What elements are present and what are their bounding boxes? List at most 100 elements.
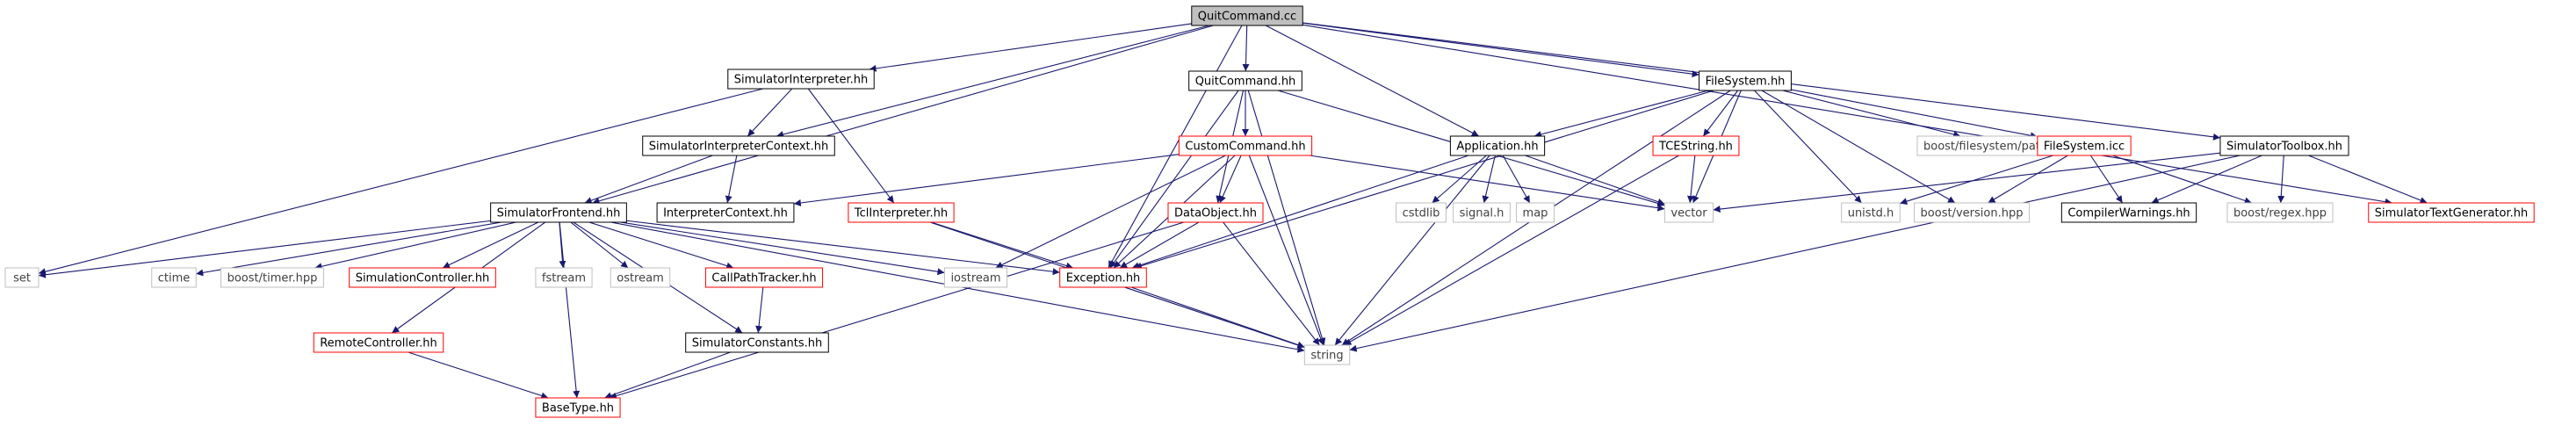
node-cstdlib: cstdlib xyxy=(1396,202,1447,223)
node-box xyxy=(490,202,627,223)
node-label: vector xyxy=(1670,207,1707,220)
edge-simulatortoolbox_hh-to-simulatortextgenerator_hh xyxy=(2308,155,2428,204)
node-label: QuitCommand.cc xyxy=(1198,11,1296,24)
edge-simulatorfrontend_hh-to-iostream xyxy=(620,221,945,276)
node-box xyxy=(656,202,795,223)
node-interpretercontext-hh[interactable]: InterpreterContext.hh xyxy=(656,202,795,223)
node-label: CustomCommand.hh xyxy=(1185,141,1305,154)
edge-quitcommand_cc-to-quitcommand_hh xyxy=(1242,25,1250,72)
edge-filesystem_hh-to-boost_filesystem_path_hpp xyxy=(1782,90,1961,138)
edge-quitcommand_cc-to-application_hh xyxy=(1265,25,1480,137)
node-simulatorinterpretercontext-hh[interactable]: SimulatorInterpreterContext.hh xyxy=(642,135,835,156)
edge-simulatorinterpretercontext_hh-to-interpretercontext_hh xyxy=(725,155,738,204)
node-customcommand-hh[interactable]: CustomCommand.hh xyxy=(1178,135,1313,156)
node-box xyxy=(642,135,835,156)
edge-tcestring_hh-to-vector xyxy=(1687,155,1696,204)
node-label: TclInterpreter.hh xyxy=(854,207,948,220)
edge-filesystem_icc-to-unistd_h xyxy=(1900,155,2053,206)
node-compilerwarnings-hh[interactable]: CompilerWarnings.hh xyxy=(2060,202,2197,223)
node-exception-hh[interactable]: Exception.hh xyxy=(1059,267,1147,288)
node-box xyxy=(2037,135,2132,156)
node-label: CompilerWarnings.hh xyxy=(2067,207,2190,220)
edge-customcommand_hh-to-dataobject_hh xyxy=(1219,155,1242,204)
node-unistd-h: unistd.h xyxy=(1841,202,1901,223)
edge-simulatorfrontend_hh-to-ctime xyxy=(196,221,501,277)
node-boost-regex-hpp: boost/regex.hpp xyxy=(2226,202,2334,223)
edge-quitcommand_cc-to-simulatorfrontend_hh xyxy=(592,25,1214,205)
edge-filesystem_hh-to-unistd_h xyxy=(1754,90,1862,204)
edge-simulatorinterpretercontext_hh-to-simulatorfrontend_hh xyxy=(584,155,713,204)
node-box xyxy=(220,267,324,288)
node-quitcommand-hh[interactable]: QuitCommand.hh xyxy=(1188,70,1302,91)
edge-filesystem_hh-to-exception_hh xyxy=(1134,90,1714,270)
node-box xyxy=(2219,135,2349,156)
edge-callpathtracker_hh-to-simulatorconstants_hh xyxy=(755,286,764,334)
edge-application_hh-to-map xyxy=(1502,155,1531,204)
node-box xyxy=(1652,135,1740,156)
node-label: TCEString.hh xyxy=(1658,141,1733,154)
node-filesystem-hh[interactable]: FileSystem.hh xyxy=(1699,70,1792,91)
node-box xyxy=(1188,70,1302,91)
node-box xyxy=(1516,202,1555,223)
edge-simulatortoolbox_hh-to-vector xyxy=(1713,152,2221,213)
edge-filesystem_icc-to-compilerwarnings_hh xyxy=(2089,155,2124,204)
node-simulatorconstants-hh[interactable]: SimulatorConstants.hh xyxy=(685,332,829,353)
edge-dataobject_hh-to-basetype_hh xyxy=(609,221,1185,400)
edge-tcestring_hh-to-string xyxy=(1344,155,1679,346)
node-simulatorfrontend-hh[interactable]: SimulatorFrontend.hh xyxy=(490,202,627,223)
edge-filesystem_hh-to-tcestring_hh xyxy=(1702,90,1739,137)
edge-simulatorfrontend_hh-to-basetype_hh xyxy=(559,221,581,399)
node-box xyxy=(727,69,875,90)
edge-application_hh-to-exception_hh xyxy=(1131,155,1469,270)
node-box xyxy=(1699,70,1792,91)
edge-filesystem_icc-to-boost_regex_hpp xyxy=(2112,155,2252,205)
edge-quitcommand_cc-to-simulatorinterpretercontext_hh xyxy=(776,25,1210,138)
edge-application_hh-to-string xyxy=(1334,155,1490,346)
node-simulationcontroller-hh[interactable]: SimulationController.hh xyxy=(349,267,496,288)
node-quitcommand-cc[interactable]: QuitCommand.cc xyxy=(1191,5,1303,26)
node-filesystem-icc[interactable]: FileSystem.icc xyxy=(2037,135,2132,156)
node-label: InterpreterContext.hh xyxy=(663,207,788,220)
edge-simulatorfrontend_hh-to-boost_timer_hpp xyxy=(314,221,516,271)
node-application-hh[interactable]: Application.hh xyxy=(1449,135,1546,156)
edge-filesystem_hh-to-application_hh xyxy=(1533,90,1709,138)
node-callpathtracker-hh[interactable]: CallPathTracker.hh xyxy=(704,267,824,288)
node-box xyxy=(1914,202,2030,223)
node-boost-version-hpp: boost/version.hpp xyxy=(1914,202,2030,223)
node-label: Application.hh xyxy=(1456,141,1538,154)
edge-filesystem_hh-to-filesystem_icc xyxy=(1791,89,2038,140)
edge-exception_hh-to-string xyxy=(1130,286,1305,349)
node-label: signal.h xyxy=(1460,207,1504,220)
node-label: SimulatorFrontend.hh xyxy=(497,207,621,220)
node-box xyxy=(1396,202,1447,223)
node-box xyxy=(349,267,496,288)
node-label: set xyxy=(13,272,31,285)
edge-simulatorinterpreter_hh-to-simulatorinterpretercontext_hh xyxy=(747,88,793,137)
edge-simulatorinterpreter_hh-to-tclinterpreter_hh xyxy=(807,88,895,204)
node-tcestring-hh[interactable]: TCEString.hh xyxy=(1652,135,1740,156)
node-tclinterpreter-hh[interactable]: TclInterpreter.hh xyxy=(848,202,955,223)
node-box xyxy=(313,332,444,353)
node-map: map xyxy=(1516,202,1555,223)
node-simulatortextgenerator-hh[interactable]: SimulatorTextGenerator.hh xyxy=(2368,202,2535,223)
node-box xyxy=(535,267,593,288)
node-label: SimulatorTextGenerator.hh xyxy=(2375,207,2528,220)
node-label: SimulatorConstants.hh xyxy=(692,337,823,350)
node-box xyxy=(1663,202,1714,223)
edge-simulatortoolbox_hh-to-compilerwarnings_hh xyxy=(2151,155,2262,204)
node-iostream: iostream xyxy=(943,267,1008,288)
node-box xyxy=(1059,267,1147,288)
node-label: boost/version.hpp xyxy=(1921,207,2024,220)
node-label: FileSystem.hh xyxy=(1706,76,1786,89)
edge-simulatorfrontend_hh-to-exception_hh xyxy=(626,220,1060,276)
node-basetype-hh[interactable]: BaseType.hh xyxy=(535,397,621,418)
node-label: fstream xyxy=(542,272,586,285)
node-label: ostream xyxy=(617,272,664,285)
node-simulatorinterpreter-hh[interactable]: SimulatorInterpreter.hh xyxy=(727,69,875,90)
node-simulatortoolbox-hh[interactable]: SimulatorToolbox.hh xyxy=(2219,135,2349,156)
node-remotecontroller-hh[interactable]: RemoteController.hh xyxy=(313,332,444,353)
edge-simulatorinterpreter_hh-to-set xyxy=(38,88,763,276)
node-dataobject-hh[interactable]: DataObject.hh xyxy=(1167,202,1264,223)
node-box xyxy=(151,267,197,288)
